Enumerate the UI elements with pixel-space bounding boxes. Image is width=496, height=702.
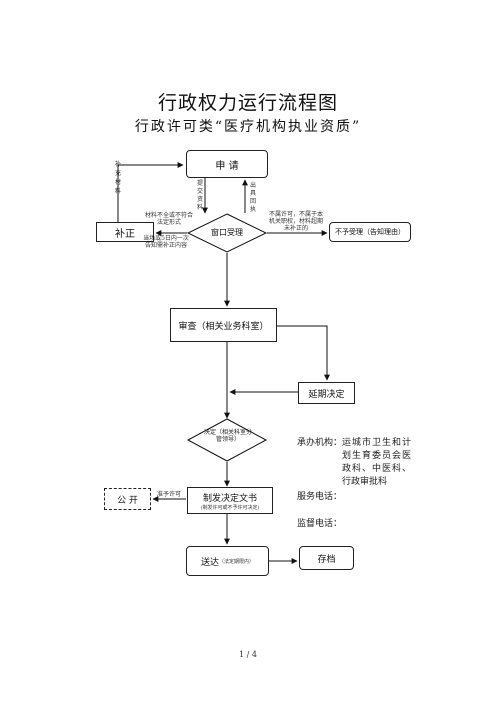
- phone-label: 服务电话：: [297, 492, 343, 502]
- info-block: 承办机构： 运城市卫生和计划生育委员会医政科、中医科、行政审批科 服务电话： 监…: [297, 437, 411, 531]
- issue-title: 制发决定文书: [202, 493, 257, 504]
- reject-label: 不予受理（告知理由）: [335, 228, 405, 236]
- page-title: 行政权力运行流程图: [157, 92, 338, 114]
- materials-incomplete-label: 材料不全或不符合法定形式: [144, 212, 193, 226]
- org-label: 承办机构：: [297, 438, 343, 448]
- deliver-box[interactable]: 送达 （法定期限内）: [186, 546, 269, 576]
- deliver-subtitle: （法定期限内）: [219, 558, 255, 565]
- issue-subtitle: (制发许可或不予许可决定): [200, 504, 260, 511]
- review-box[interactable]: 审查（相关业务科室）: [170, 308, 277, 342]
- not-in-scope-label: 不属许可，不属于本机关职权，材料超期未补正的: [268, 211, 323, 232]
- grant-permission-label: 准予许可: [156, 491, 181, 498]
- window-diamond: [186, 213, 268, 253]
- publish-label: 公 开: [117, 495, 138, 506]
- submit-materials-label: 提交资料: [196, 180, 203, 211]
- page-number: 1 / 4: [239, 650, 257, 659]
- archive-box[interactable]: 存档: [299, 546, 354, 570]
- decision-diamond: [186, 418, 268, 462]
- issue-receipt-label: 出具回执: [249, 182, 256, 213]
- supervise-row: 监督电话：: [297, 518, 411, 531]
- supervise-label: 监督电话：: [297, 519, 343, 529]
- window-label[interactable]: 窗口受理: [211, 228, 243, 237]
- extend-box[interactable]: 延期决定: [298, 382, 355, 404]
- notify-supplement-label: 当场或5日内一次告知需补正内容: [143, 235, 189, 249]
- decision-label[interactable]: 决定（相关科室分管领导）: [203, 429, 252, 443]
- reject-box[interactable]: 不予受理（告知理由）: [329, 222, 411, 242]
- apply-box[interactable]: 申 请: [186, 150, 268, 178]
- supplement-materials-label: 补充材料: [114, 161, 121, 195]
- extend-label: 延期决定: [308, 389, 345, 400]
- publish-box[interactable]: 公 开: [104, 488, 151, 510]
- deliver-title: 送达: [200, 557, 219, 568]
- org-row: 承办机构： 运城市卫生和计划生育委员会医政科、中医科、行政审批科: [297, 437, 411, 489]
- page-subtitle: 行政许可类“医疗机构执业资质”: [134, 119, 362, 135]
- supplement-label: 补正: [115, 228, 135, 240]
- phone-row: 服务电话：: [297, 491, 411, 504]
- arrow-review-to-extend: [277, 325, 330, 381]
- review-label: 审查（相关业务科室）: [178, 321, 269, 332]
- issue-box[interactable]: 制发决定文书 (制发许可或不予许可决定): [187, 487, 273, 514]
- arrow-supplement-to-apply: [117, 162, 184, 222]
- archive-label: 存档: [317, 554, 336, 565]
- supplement-box[interactable]: 补正: [96, 222, 154, 242]
- apply-label: 申 请: [215, 160, 239, 172]
- org-value: 运城市卫生和计划生育委员会医政科、中医科、行政审批科: [342, 438, 411, 487]
